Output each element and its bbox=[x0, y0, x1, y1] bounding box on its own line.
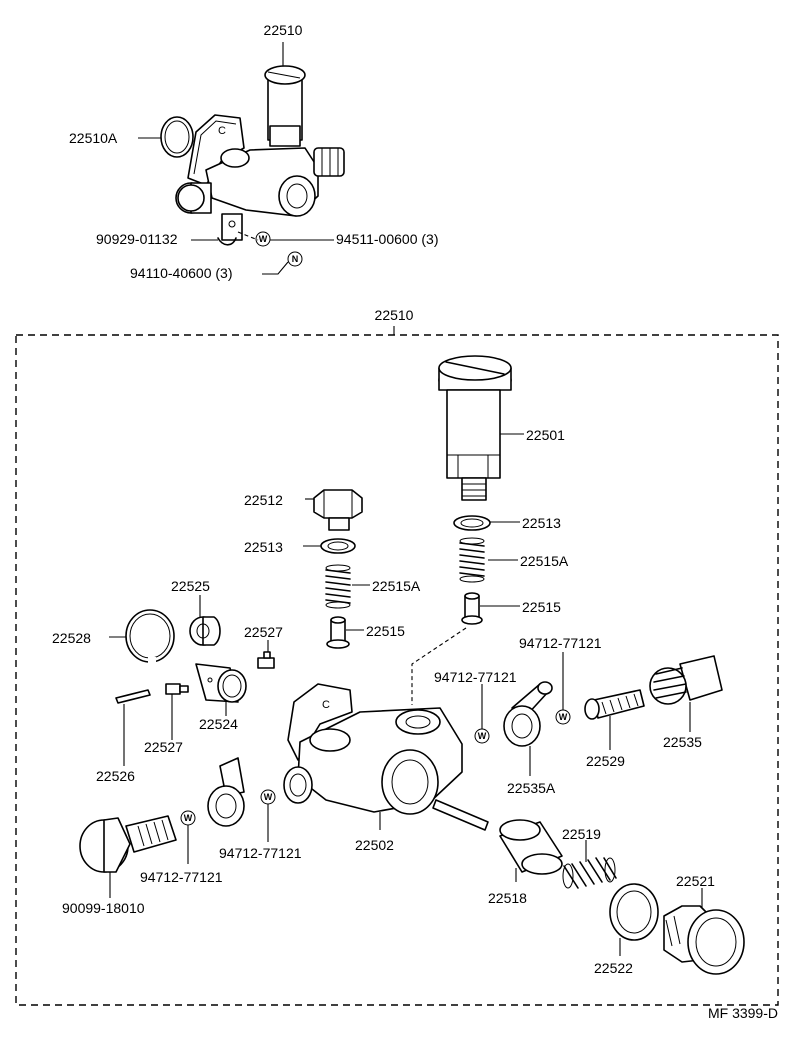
callout-cap-b: 22524 bbox=[199, 716, 238, 732]
callout-pump-plunger: 22501 bbox=[526, 427, 565, 443]
callout-oring-top: 22510A bbox=[69, 130, 118, 146]
svg-text:W: W bbox=[184, 813, 193, 823]
svg-text:W: W bbox=[259, 234, 268, 244]
callout-gasket-left: 22513 bbox=[244, 539, 283, 555]
oring-top-part bbox=[160, 116, 194, 158]
callout-kit: 22510 bbox=[375, 307, 414, 323]
washer-symbol-top: W bbox=[255, 231, 271, 247]
hollow-bolt-part bbox=[79, 815, 177, 873]
washer-symbol-upper: W bbox=[474, 728, 490, 744]
callout-hollow-bolt: 90099-18010 bbox=[62, 900, 145, 916]
callout-nut-sym: 94110-40600 (3) bbox=[130, 265, 232, 281]
callout-gasket-w-bolt: 94712-77121 bbox=[140, 869, 223, 885]
pump-plunger-part bbox=[438, 355, 512, 501]
inlet-bolt-part bbox=[649, 655, 723, 705]
svg-text:N: N bbox=[292, 254, 299, 264]
callout-screw-b: 22527 bbox=[144, 739, 183, 755]
figure-code: MF 3399-D bbox=[708, 1005, 778, 1021]
callout-valve-left: 22515 bbox=[366, 623, 405, 639]
gasket-left-part bbox=[320, 538, 356, 554]
callout-screw-a: 22527 bbox=[244, 624, 283, 640]
callout-valve-right: 22515 bbox=[522, 599, 561, 615]
callout-washer-sym: 94511-00600 (3) bbox=[336, 231, 438, 247]
callout-washer-large: 22522 bbox=[594, 960, 633, 976]
screw-a-part bbox=[257, 651, 275, 669]
svg-text:W: W bbox=[478, 731, 487, 741]
callout-spring-right: 22515A bbox=[520, 553, 569, 569]
ring-clip-part bbox=[125, 609, 175, 663]
sleeve-part bbox=[499, 819, 563, 875]
callout-spring-small: 22519 bbox=[562, 826, 601, 842]
spring-right-part bbox=[459, 537, 485, 583]
svg-text:W: W bbox=[559, 712, 568, 722]
cap-b-part bbox=[195, 663, 247, 703]
callout-top-assembly: 22510 bbox=[264, 22, 303, 38]
callout-cap-nut: 22521 bbox=[676, 873, 715, 889]
screw-b-part bbox=[165, 683, 189, 695]
callout-filter-screen: 22529 bbox=[586, 753, 625, 769]
washer-large-part bbox=[609, 883, 659, 941]
pin-part bbox=[115, 689, 151, 704]
union-part bbox=[503, 681, 553, 747]
svg-text:W: W bbox=[264, 792, 273, 802]
callout-pin: 22526 bbox=[96, 768, 135, 784]
plug-part bbox=[313, 489, 363, 531]
callout-gasket-right: 22513 bbox=[522, 515, 561, 531]
svg-text:C: C bbox=[218, 125, 226, 137]
cap-nut-part bbox=[663, 905, 745, 975]
valve-right-part bbox=[461, 592, 483, 625]
cap-a-part bbox=[189, 616, 221, 646]
callout-sleeve: 22518 bbox=[488, 890, 527, 906]
callout-inlet-bolt: 22535 bbox=[663, 734, 702, 750]
callout-union: 22535A bbox=[507, 780, 556, 796]
callout-gasket-w-lower: 94712-77121 bbox=[219, 845, 302, 861]
washer-symbol-lower: W bbox=[260, 789, 276, 805]
svg-text:C: C bbox=[322, 699, 330, 711]
washer-symbol-bolt: W bbox=[180, 810, 196, 826]
callout-body: 22502 bbox=[355, 837, 394, 853]
body-pin-part bbox=[432, 799, 489, 831]
callout-gasket-w-upper: 94712-77121 bbox=[434, 669, 517, 685]
filter-screen-part bbox=[584, 689, 645, 720]
gasket-right-part bbox=[453, 515, 491, 531]
top-assembly-drawing: C bbox=[160, 65, 345, 246]
valve-left-part bbox=[326, 616, 350, 649]
washer-symbol-right: W bbox=[555, 709, 571, 725]
kit-boundary bbox=[15, 334, 779, 1006]
spring-left-part bbox=[325, 564, 351, 609]
top-callouts: 22510 22510A 90929-01132 W 94511-00600 (… bbox=[69, 22, 438, 281]
callout-clip: 90929-01132 bbox=[96, 231, 178, 247]
pump-body-part: C bbox=[283, 683, 463, 815]
callout-gasket-w-right: 94712-77121 bbox=[519, 635, 602, 651]
spring-small-part bbox=[562, 857, 617, 889]
nut-symbol-top: N bbox=[287, 251, 303, 267]
callout-ring-clip: 22528 bbox=[52, 630, 91, 646]
callout-cap-a: 22525 bbox=[171, 578, 210, 594]
callout-spring-left: 22515A bbox=[372, 578, 421, 594]
callout-plug: 22512 bbox=[244, 492, 283, 508]
left-union-part bbox=[207, 757, 245, 827]
